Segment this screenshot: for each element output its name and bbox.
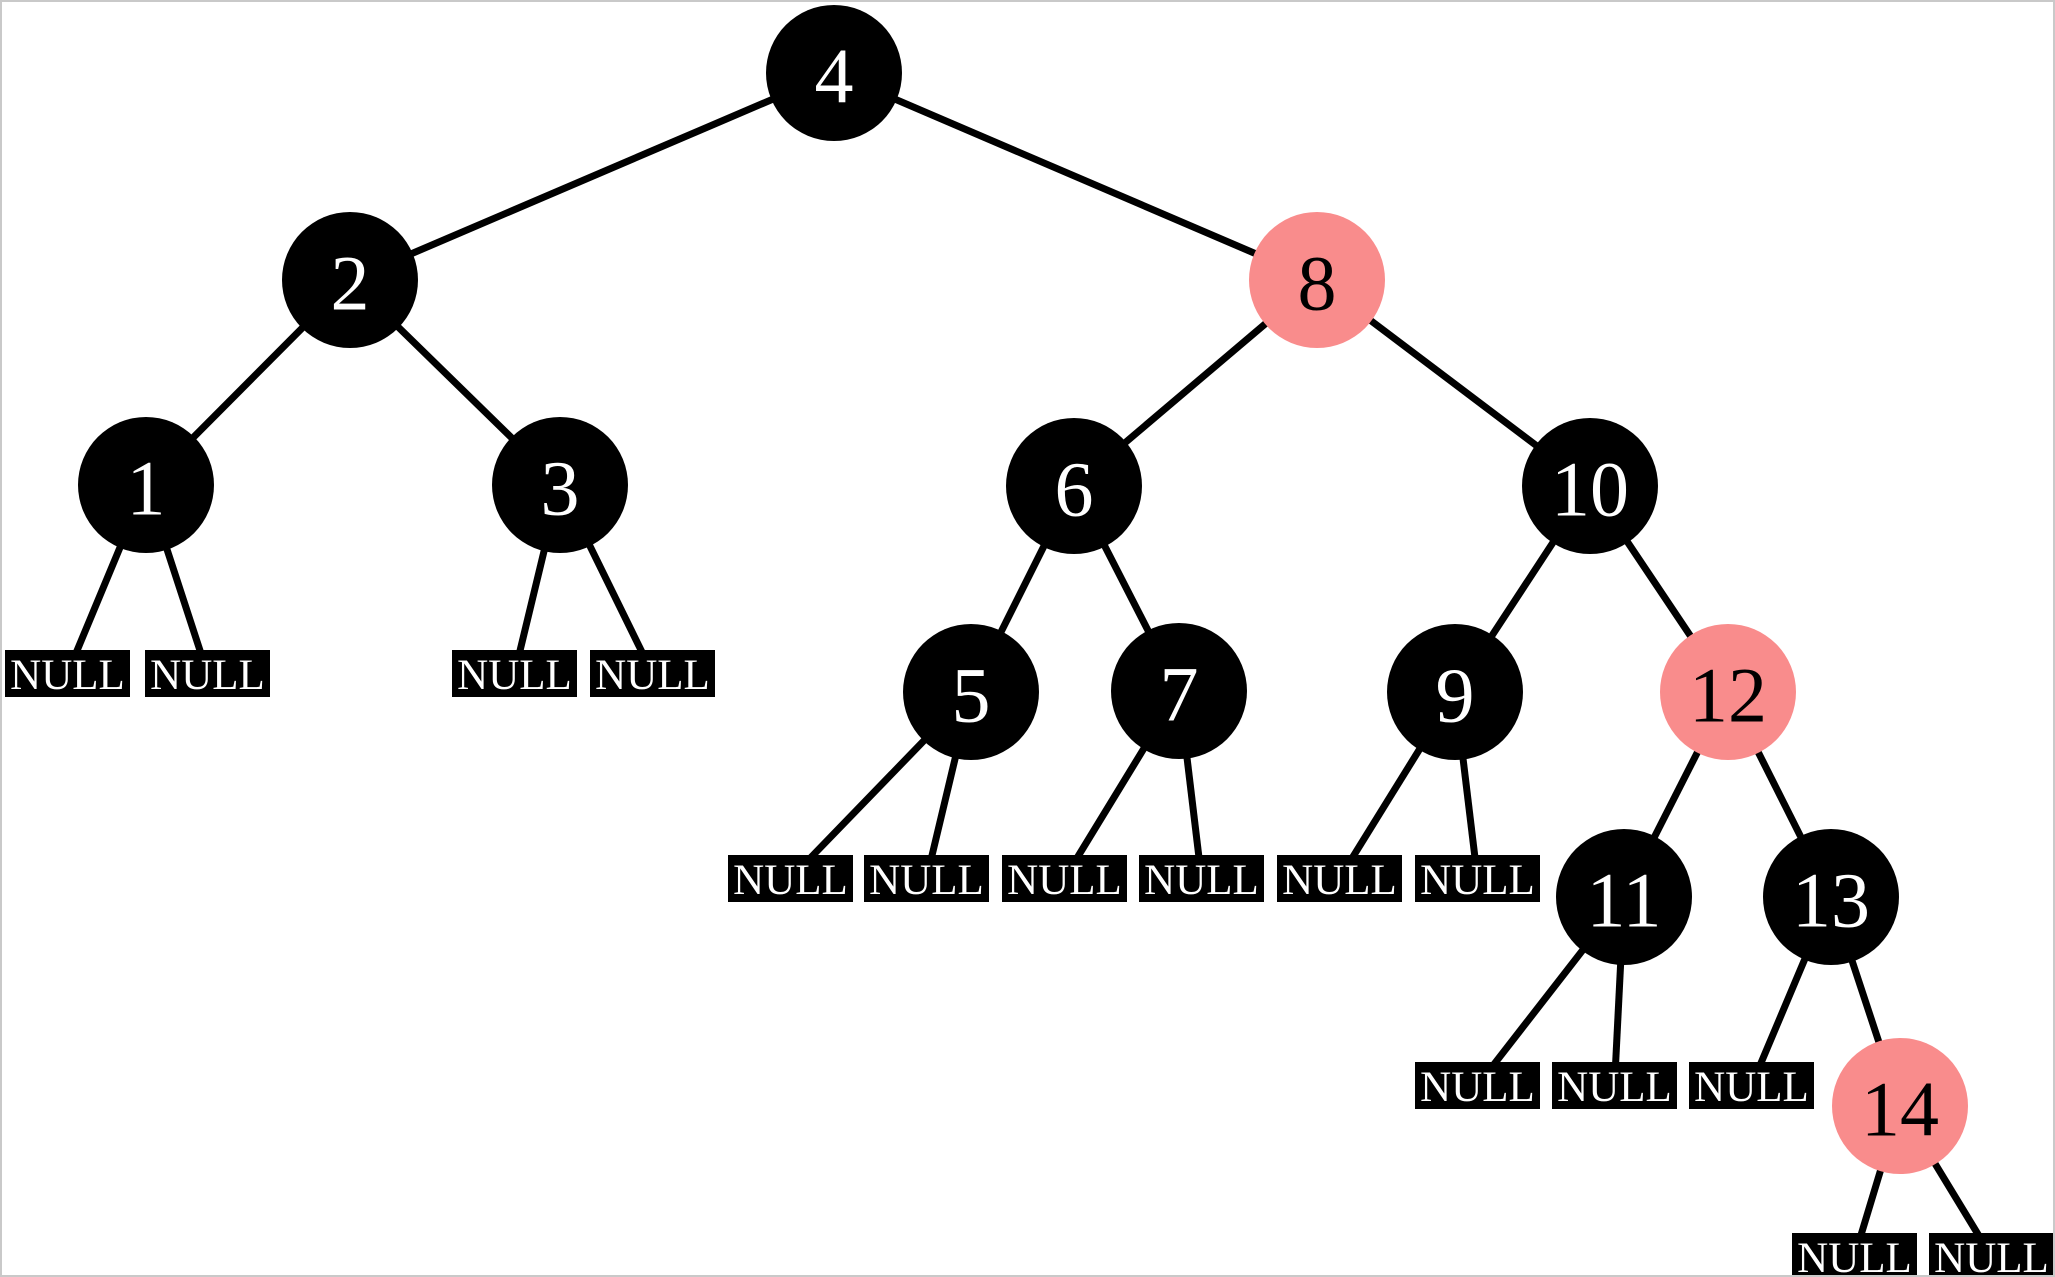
null-leaf-label: NULL	[1420, 1064, 1535, 1111]
null-leaf-box-n6	[864, 855, 989, 902]
tree-node-label-6: 6	[1055, 446, 1094, 533]
tree-node-3-black	[492, 417, 628, 553]
null-leaf-box-n14	[1792, 1233, 1917, 1275]
tree-node-label-7: 7	[1160, 651, 1199, 738]
tree-node-1-black	[78, 417, 214, 553]
tree-node-label-10: 10	[1551, 446, 1629, 533]
tree-node-label-3: 3	[541, 445, 580, 532]
null-leaf-label: NULL	[1934, 1235, 2049, 1277]
null-leaf-box-n12	[1552, 1062, 1677, 1109]
null-leaf-box-n11	[1415, 1062, 1540, 1109]
null-leaf-label: NULL	[10, 652, 125, 699]
null-leaf-box-n1	[5, 650, 130, 697]
null-leaf-box-n5	[728, 855, 853, 902]
null-leaf-box-n13	[1689, 1062, 1814, 1109]
null-leaf-box-n4	[590, 650, 715, 697]
null-leaf-box-n8	[1139, 855, 1264, 902]
null-leaf-label: NULL	[457, 652, 572, 699]
null-leaves-layer: NULL NULL NULL NULL NULL NULL NULL NULL NULL NULL…	[5, 650, 2053, 1277]
tree-node-11-black	[1556, 829, 1692, 965]
tree-node-label-1: 1	[127, 445, 166, 532]
null-leaf-label: NULL	[1797, 1235, 1912, 1277]
tree-node-label-9: 9	[1436, 652, 1475, 739]
tree-node-5-black	[903, 624, 1039, 760]
tree-node-6-black	[1006, 418, 1142, 554]
tree-node-label-2: 2	[331, 240, 370, 327]
null-leaf-label: NULL	[733, 857, 848, 904]
tree-node-label-12: 12	[1689, 652, 1767, 739]
null-leaf-box-n15	[1929, 1233, 2053, 1275]
null-leaf-box-n2	[145, 650, 270, 697]
null-leaf-label: NULL	[595, 652, 710, 699]
tree-node-label-14: 14	[1861, 1066, 1939, 1153]
null-leaf-label: NULL	[1420, 857, 1535, 904]
tree-node-13-black	[1763, 829, 1899, 965]
null-leaf-label: NULL	[150, 652, 265, 699]
tree-node-8-red	[1249, 212, 1385, 348]
edge-4-2	[348, 69, 836, 284]
tree-node-4-black	[766, 5, 902, 141]
null-leaf-label: NULL	[869, 857, 984, 904]
edge-4-8	[832, 69, 1319, 284]
tree-node-14-red	[1832, 1038, 1968, 1174]
tree-node-9-black	[1387, 624, 1523, 760]
null-leaf-label: NULL	[1557, 1064, 1672, 1111]
tree-node-2-black	[282, 212, 418, 348]
null-leaf-box-n7	[1002, 855, 1127, 902]
null-leaf-box-n9	[1277, 855, 1402, 902]
tree-node-label-8: 8	[1298, 240, 1337, 327]
null-leaf-label: NULL	[1694, 1064, 1809, 1111]
tree-node-label-11: 11	[1586, 857, 1661, 944]
tree-node-7-black	[1111, 623, 1247, 759]
tree-node-label-13: 13	[1792, 857, 1870, 944]
tree-node-label-5: 5	[952, 652, 991, 739]
null-leaf-label: NULL	[1007, 857, 1122, 904]
tree-node-label-4: 4	[815, 33, 854, 120]
null-leaf-box-n10	[1415, 855, 1540, 902]
null-leaf-label: NULL	[1282, 857, 1397, 904]
tree-node-12-red	[1660, 624, 1796, 760]
null-leaf-box-n3	[452, 650, 577, 697]
tree-node-10-black	[1522, 418, 1658, 554]
null-leaf-label: NULL	[1144, 857, 1259, 904]
